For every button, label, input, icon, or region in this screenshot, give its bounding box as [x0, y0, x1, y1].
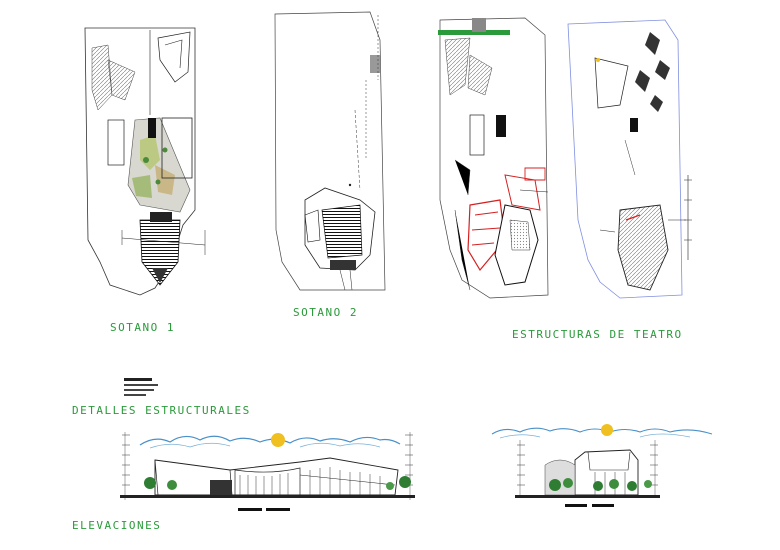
- label-sotano-2: SOTANO 2: [293, 306, 358, 319]
- label-elevaciones: ELEVACIONES: [72, 519, 162, 532]
- detail-notes: [124, 378, 158, 396]
- plan-sotano-2: [274, 11, 386, 291]
- plan-sotano-1: [84, 27, 206, 296]
- label-estructuras-de-teatro: ESTRUCTURAS DE TEATRO: [512, 328, 683, 341]
- elevation-1: [120, 432, 415, 511]
- label-detalles-estructurales: DETALLES ESTRUCTURALES: [72, 404, 251, 417]
- label-sotano-1: SOTANO 1: [110, 321, 175, 334]
- plan-estructuras-2: [567, 19, 692, 299]
- elevation-2: [491, 424, 713, 507]
- plan-estructuras-1: [438, 17, 549, 299]
